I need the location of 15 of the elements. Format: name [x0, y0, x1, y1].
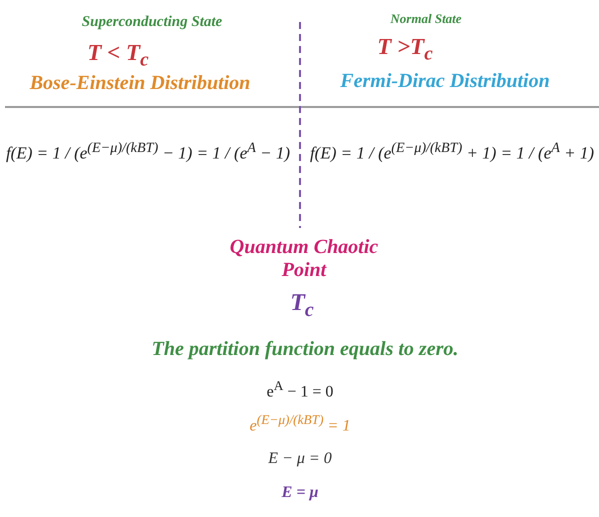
statement: The partition function equals to zero.	[152, 338, 458, 361]
state-heading: Normal State	[390, 12, 462, 27]
equation: E − μ = 0	[268, 450, 332, 468]
point-label: Quantum Chaotic Point	[229, 236, 379, 282]
equation: e$^{A}$ − 1 = 0	[266, 378, 334, 402]
equation: E = μ	[282, 484, 318, 502]
distribution-heading: Fermi-Dirac Distribution	[340, 70, 550, 93]
state-heading: Superconducting State	[82, 14, 222, 32]
equation: f(E) = 1 / (e$^{(E−μ)/(kBT)}$ + 1) = 1 / (e$^{A}$ + 1)	[310, 140, 594, 164]
equation: f(E) = 1 / (e$^{(E−μ)/(kBT)}$ − 1) = 1 / (e$^{A}$ − 1)	[6, 140, 290, 164]
distribution-heading: Bose-Einstein Distribution	[30, 72, 250, 95]
critical-temperature: T$_{c}$	[290, 290, 314, 322]
equation: e$^{(E−μ)/(kBT)}$ = 1	[250, 412, 350, 436]
temperature-condition: T >T$_{c}$	[377, 34, 433, 66]
temperature-condition: T < T$_{c}$	[87, 40, 149, 72]
